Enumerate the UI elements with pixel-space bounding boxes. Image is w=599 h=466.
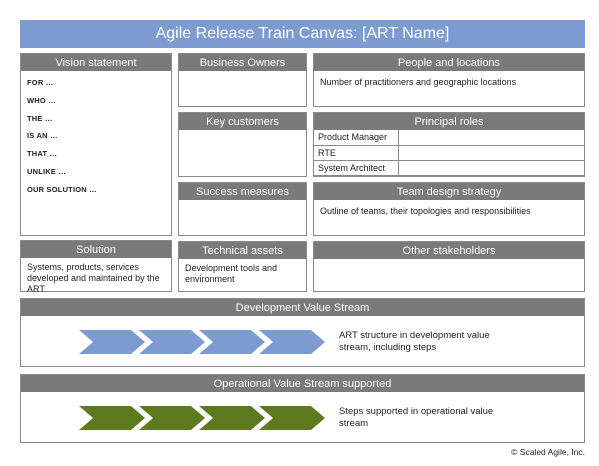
solution-box: Solution Systems, products, services dev… xyxy=(20,240,172,294)
team-design-box: Team design strategy Outline of teams, t… xyxy=(313,182,585,236)
vision-line-that: THAT … xyxy=(27,149,58,159)
table-row: Product Manager xyxy=(314,130,584,146)
role-value-cell xyxy=(397,159,584,176)
ops-step-chevron-4 xyxy=(259,406,325,430)
dev-step-chevron-2 xyxy=(139,330,205,354)
success-measures-box: Success measures xyxy=(178,182,307,236)
people-locations-text: Number of practitioners and geographic l… xyxy=(320,77,517,87)
technical-assets-box: Technical assets Development tools and e… xyxy=(178,241,307,292)
ops-value-stream-body: Steps supported in operational value str… xyxy=(21,392,584,459)
solution-text: Systems, products, services developed an… xyxy=(27,262,160,294)
ops-value-stream-text: Steps supported in operational value str… xyxy=(339,406,494,429)
dev-value-stream-header: Development Value Stream xyxy=(21,299,584,316)
canvas-title: Agile Release Train Canvas: [ART Name] xyxy=(20,20,585,48)
ops-step-chevron-1 xyxy=(79,406,145,430)
ops-value-stream-box: Operational Value Stream supported Steps… xyxy=(20,374,585,443)
technical-assets-text: Development tools and environment xyxy=(185,263,278,284)
dev-step-chevron-3 xyxy=(199,330,265,354)
business-owners-box: Business Owners xyxy=(178,53,307,107)
role-system-architect: System Architect xyxy=(314,159,399,176)
dev-step-chevron-4 xyxy=(259,330,325,354)
table-row: System Architect xyxy=(314,159,584,176)
vision-line-for: FOR … xyxy=(27,78,54,87)
key-customers-box: Key customers xyxy=(178,112,307,177)
ops-value-stream-header: Operational Value Stream supported xyxy=(21,375,584,392)
principal-roles-table: Product Manager RTE System Architect xyxy=(314,130,584,176)
ops-chevrons xyxy=(79,406,325,430)
dev-chevrons xyxy=(79,330,325,354)
other-stakeholders-header: Other stakeholders xyxy=(314,242,584,259)
ops-step-chevron-3 xyxy=(199,406,265,430)
role-product-manager: Product Manager xyxy=(314,130,399,146)
role-rte: RTE xyxy=(314,144,399,161)
dev-value-stream-box: Development Value Stream ART structure i… xyxy=(20,298,585,367)
dev-step-chevron-1 xyxy=(79,330,145,354)
business-owners-header: Business Owners xyxy=(179,54,306,71)
vision-line-our-solution: OUR SOLUTION … xyxy=(27,184,97,194)
key-customers-header: Key customers xyxy=(179,113,306,130)
ops-step-chevron-2 xyxy=(139,406,205,430)
role-value-cell xyxy=(397,130,584,146)
table-row: RTE xyxy=(314,144,584,161)
dev-value-stream-body: ART structure in development value strea… xyxy=(21,316,584,383)
role-value-cell xyxy=(397,144,584,161)
vision-statement-body: FOR … WHO … THE … IS AN … THAT … UNLIKE … xyxy=(21,71,171,208)
team-design-header: Team design strategy xyxy=(314,183,584,200)
vision-statement-box: Vision statement FOR … WHO … THE … IS AN… xyxy=(20,53,172,236)
other-stakeholders-box: Other stakeholders xyxy=(313,241,585,292)
vision-line-unlike: UNLIKE … xyxy=(27,166,67,176)
vision-statement-header: Vision statement xyxy=(21,54,171,71)
vision-line-the: THE … xyxy=(27,113,53,123)
team-design-text: Outline of teams, their topologies and r… xyxy=(320,206,531,216)
people-locations-header: People and locations xyxy=(314,54,584,71)
technical-assets-header: Technical assets xyxy=(179,242,306,259)
vision-line-is-an: IS AN … xyxy=(27,131,58,141)
principal-roles-header: Principal roles xyxy=(314,113,584,130)
dev-value-stream-text: ART structure in development value strea… xyxy=(339,330,490,353)
people-locations-box: People and locations Number of practitio… xyxy=(313,53,585,107)
copyright-text: © Scaled Agile, Inc. xyxy=(511,447,585,457)
principal-roles-box: Principal roles Product Manager RTE Syst… xyxy=(313,112,585,177)
solution-header: Solution xyxy=(21,241,171,258)
success-measures-header: Success measures xyxy=(179,183,306,200)
vision-line-who: WHO … xyxy=(27,95,56,105)
